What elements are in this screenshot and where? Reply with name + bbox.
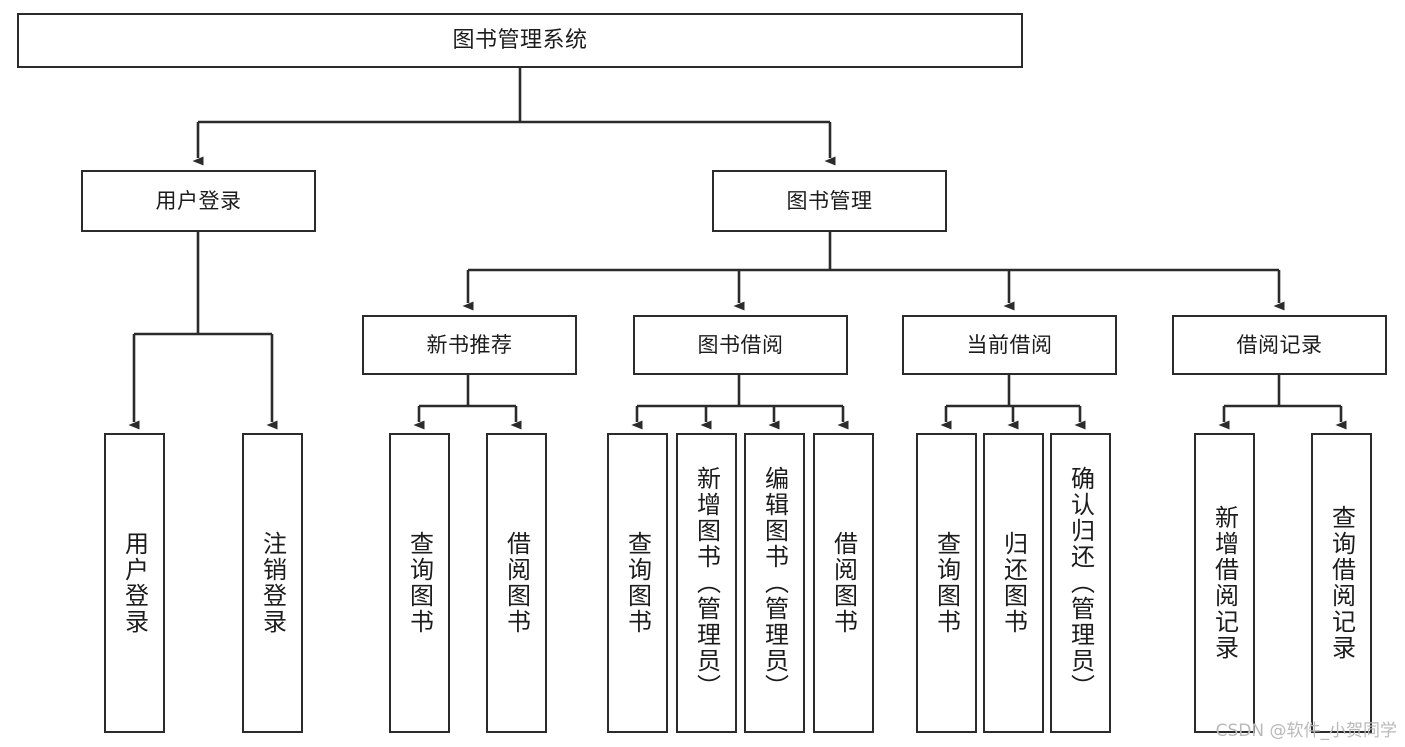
node-label: 用户登录 — [120, 531, 149, 635]
leaf-query-book-recommend[interactable]: 查询图书 — [389, 433, 450, 733]
node-label: 新书推荐 — [426, 332, 513, 357]
node-label: 查询图书 — [405, 531, 434, 635]
node-label: 查询借阅记录 — [1327, 505, 1356, 661]
leaf-query-borrow-record[interactable]: 查询借阅记录 — [1311, 433, 1372, 733]
watermark-text: CSDN @软件_小贺同学 — [1215, 721, 1397, 741]
node-user-login[interactable]: 用户登录 — [81, 170, 316, 232]
node-label: 确认归还（管理员） — [1066, 466, 1095, 700]
node-root-system[interactable]: 图书管理系统 — [17, 13, 1023, 68]
node-book-manage[interactable]: 图书管理 — [712, 170, 947, 232]
leaf-borrow-book[interactable]: 借阅图书 — [813, 433, 874, 733]
node-label: 图书管理 — [786, 188, 873, 213]
leaf-add-borrow-record[interactable]: 新增借阅记录 — [1194, 433, 1255, 733]
leaf-logout[interactable]: 注销登录 — [242, 433, 303, 733]
node-label: 新增图书（管理员） — [692, 466, 721, 700]
node-label: 编辑图书（管理员） — [760, 466, 789, 700]
node-label: 注销登录 — [258, 531, 287, 635]
node-label: 查询图书 — [932, 531, 961, 635]
node-new-book-recommend[interactable]: 新书推荐 — [362, 315, 577, 375]
leaf-edit-book-admin[interactable]: 编辑图书（管理员） — [744, 433, 805, 733]
node-current-borrow[interactable]: 当前借阅 — [902, 315, 1117, 375]
node-label: 借阅记录 — [1236, 332, 1323, 357]
node-label: 借阅图书 — [829, 531, 858, 635]
leaf-user-login[interactable]: 用户登录 — [104, 433, 165, 733]
node-label: 查询图书 — [623, 531, 652, 635]
node-label: 当前借阅 — [966, 332, 1053, 357]
leaf-return-book[interactable]: 归还图书 — [983, 433, 1044, 733]
node-label: 图书借阅 — [697, 332, 784, 357]
node-book-borrow[interactable]: 图书借阅 — [633, 315, 848, 375]
node-borrow-record[interactable]: 借阅记录 — [1172, 315, 1387, 375]
node-label: 用户登录 — [155, 188, 242, 213]
leaf-borrow-book-recommend[interactable]: 借阅图书 — [486, 433, 547, 733]
leaf-add-book-admin[interactable]: 新增图书（管理员） — [676, 433, 737, 733]
leaf-query-book-borrow[interactable]: 查询图书 — [607, 433, 668, 733]
node-label: 新增借阅记录 — [1210, 505, 1239, 661]
leaf-confirm-return-admin[interactable]: 确认归还（管理员） — [1050, 433, 1111, 733]
node-label: 归还图书 — [999, 531, 1028, 635]
node-label: 图书管理系统 — [452, 27, 588, 53]
leaf-query-book-current[interactable]: 查询图书 — [916, 433, 977, 733]
node-label: 借阅图书 — [502, 531, 531, 635]
